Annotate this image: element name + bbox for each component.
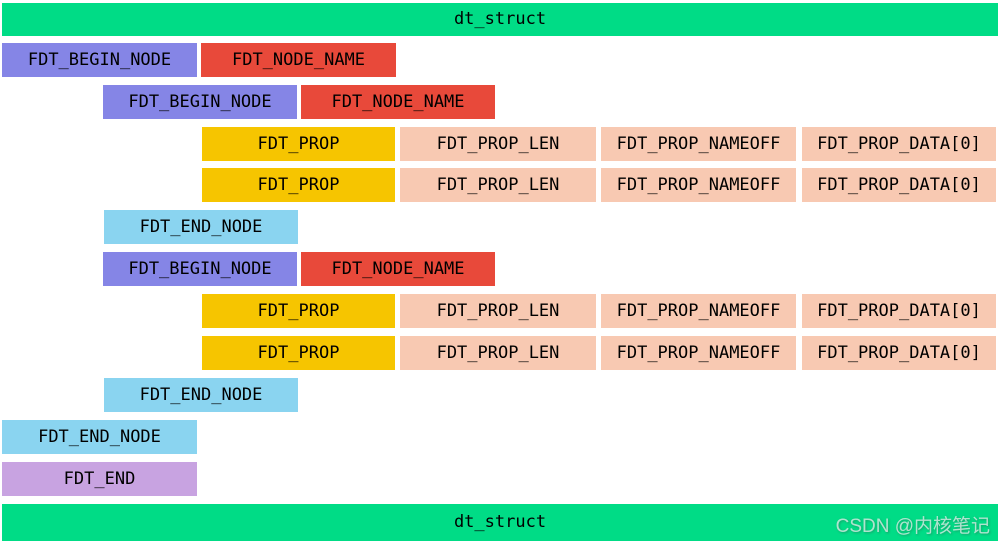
block-fdt-node-name: FDT_NODE_NAME bbox=[201, 43, 396, 77]
block-fdt-prop-label: FDT_PROP bbox=[257, 342, 340, 363]
block-fdt-prop-nameoff-label: FDT_PROP_NAMEOFF bbox=[616, 133, 781, 154]
block-fdt-prop: FDT_PROP bbox=[202, 336, 395, 370]
block-fdt-end-node-label: FDT_END_NODE bbox=[139, 216, 263, 237]
block-fdt-prop-nameoff-label: FDT_PROP_NAMEOFF bbox=[616, 174, 781, 195]
block-fdt-node-name-label: FDT_NODE_NAME bbox=[231, 49, 366, 70]
dt-struct-header-top-label: dt_struct bbox=[453, 9, 547, 29]
block-fdt-prop-len: FDT_PROP_LEN bbox=[400, 168, 596, 202]
block-fdt-prop-len: FDT_PROP_LEN bbox=[400, 294, 596, 328]
block-fdt-prop-len: FDT_PROP_LEN bbox=[400, 127, 596, 161]
block-fdt-prop-data-label: FDT_PROP_DATA[0] bbox=[817, 133, 981, 154]
block-fdt-prop-nameoff: FDT_PROP_NAMEOFF bbox=[601, 294, 796, 328]
dt-struct-header-bottom-label: dt_struct bbox=[453, 512, 547, 532]
block-fdt-node-name: FDT_NODE_NAME bbox=[301, 252, 495, 286]
block-fdt-prop-len-label: FDT_PROP_LEN bbox=[436, 174, 560, 195]
block-fdt-begin-node-label: FDT_BEGIN_NODE bbox=[128, 91, 272, 112]
block-fdt-prop-len-label: FDT_PROP_LEN bbox=[436, 300, 560, 321]
block-fdt-begin-node: FDT_BEGIN_NODE bbox=[103, 252, 297, 286]
block-fdt-prop-label: FDT_PROP bbox=[257, 133, 340, 154]
block-fdt-end-node: FDT_END_NODE bbox=[104, 378, 298, 412]
block-fdt-prop-data: FDT_PROP_DATA[0] bbox=[802, 127, 996, 161]
block-fdt-prop-nameoff: FDT_PROP_NAMEOFF bbox=[601, 168, 796, 202]
block-fdt-begin-node-label: FDT_BEGIN_NODE bbox=[27, 49, 172, 70]
block-fdt-end-node-label: FDT_END_NODE bbox=[139, 384, 263, 405]
block-fdt-prop-nameoff-label: FDT_PROP_NAMEOFF bbox=[616, 300, 781, 321]
block-fdt-prop-nameoff-label: FDT_PROP_NAMEOFF bbox=[616, 342, 781, 363]
block-fdt-end: FDT_END bbox=[2, 462, 197, 496]
block-fdt-begin-node: FDT_BEGIN_NODE bbox=[2, 43, 197, 77]
block-fdt-begin-node-label: FDT_BEGIN_NODE bbox=[128, 258, 272, 279]
dt-struct-header-bottom: dt_struct bbox=[2, 504, 998, 541]
block-fdt-prop-nameoff: FDT_PROP_NAMEOFF bbox=[601, 127, 796, 161]
block-fdt-prop-data: FDT_PROP_DATA[0] bbox=[802, 294, 996, 328]
block-fdt-prop-data: FDT_PROP_DATA[0] bbox=[802, 168, 996, 202]
block-fdt-prop-label: FDT_PROP bbox=[257, 174, 340, 195]
block-fdt-prop-data-label: FDT_PROP_DATA[0] bbox=[817, 300, 981, 321]
block-fdt-prop: FDT_PROP bbox=[202, 127, 395, 161]
block-fdt-prop: FDT_PROP bbox=[202, 168, 395, 202]
block-fdt-prop-label: FDT_PROP bbox=[257, 300, 340, 321]
block-fdt-prop-len-label: FDT_PROP_LEN bbox=[436, 342, 560, 363]
block-fdt-prop-len: FDT_PROP_LEN bbox=[400, 336, 596, 370]
block-fdt-end-label: FDT_END bbox=[63, 468, 136, 489]
block-fdt-node-name: FDT_NODE_NAME bbox=[301, 85, 495, 119]
dt-struct-header-top: dt_struct bbox=[2, 3, 998, 36]
block-fdt-prop-len-label: FDT_PROP_LEN bbox=[436, 133, 560, 154]
block-fdt-end-node: FDT_END_NODE bbox=[104, 210, 298, 244]
block-fdt-prop-data-label: FDT_PROP_DATA[0] bbox=[817, 342, 981, 363]
block-fdt-begin-node: FDT_BEGIN_NODE bbox=[103, 85, 297, 119]
block-fdt-end-node: FDT_END_NODE bbox=[2, 420, 197, 454]
block-fdt-node-name-label: FDT_NODE_NAME bbox=[331, 91, 465, 112]
csdn-watermark: CSDN @内核笔记 bbox=[835, 516, 990, 537]
block-fdt-prop-data: FDT_PROP_DATA[0] bbox=[802, 336, 996, 370]
block-fdt-prop-nameoff: FDT_PROP_NAMEOFF bbox=[601, 336, 796, 370]
block-fdt-prop: FDT_PROP bbox=[202, 294, 395, 328]
block-fdt-prop-data-label: FDT_PROP_DATA[0] bbox=[817, 174, 981, 195]
block-fdt-end-node-label: FDT_END_NODE bbox=[38, 426, 161, 447]
block-fdt-node-name-label: FDT_NODE_NAME bbox=[331, 258, 465, 279]
